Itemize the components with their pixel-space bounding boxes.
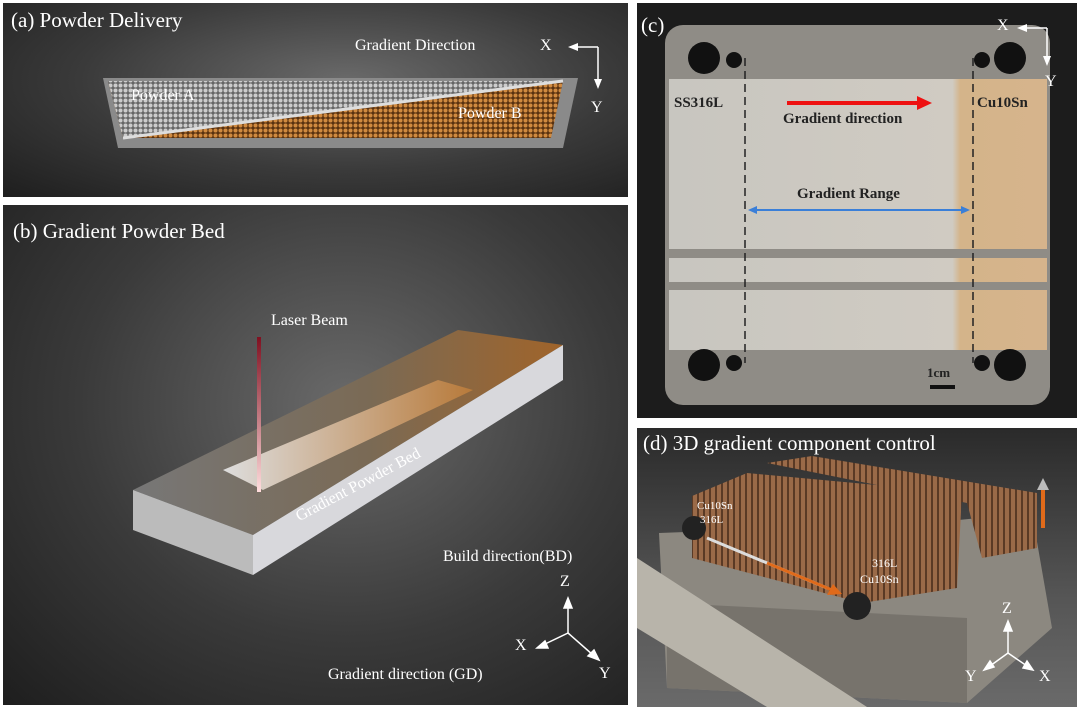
gradient-direction-label: Gradient direction (GD) (328, 666, 483, 683)
powder-a-label: Powder A (131, 87, 195, 104)
panel-d-title: (d) 3D gradient component control (643, 431, 936, 455)
axis-x-label: X (1039, 668, 1051, 685)
powder-bed-drawing (133, 330, 601, 662)
axis-y-label: Y (1045, 73, 1057, 90)
gradient-range-label: Gradient Range (797, 186, 900, 202)
panel-c-photo: (c) X Y SS316L Cu10Sn Gradient direction… (637, 3, 1077, 418)
top-label-cu10sn: Cu10Sn (697, 500, 733, 512)
panel-a-powder-delivery: (a) Powder Delivery Gradient Direction X… (3, 3, 628, 197)
laser-beam-label: Laser Beam (271, 312, 348, 329)
gradient-direction-label: Gradient Direction (355, 37, 476, 54)
axis-y-label: Y (591, 99, 603, 116)
panel-c-title: (c) (641, 13, 665, 37)
axis-y-label: Y (599, 665, 611, 682)
ss316l-label: SS316L (674, 95, 724, 111)
side-label-316l: 316L (872, 556, 898, 570)
panel-b-gradient-powder-bed: (b) Gradient Powder Bed Laser Beam Gradi… (3, 205, 628, 705)
powder-hopper-drawing (103, 43, 602, 148)
gradient-direction-label: Gradient direction (783, 111, 903, 127)
axis-z-label: Z (560, 573, 570, 590)
top-label-316l: 316L (700, 514, 724, 526)
axis-x-label: X (540, 37, 552, 54)
build-direction-label: Build direction(BD) (443, 548, 573, 565)
panel-d-photo: (d) 3D gradient component control Cu10Sn… (637, 428, 1077, 707)
side-label-cu10sn: Cu10Sn (860, 572, 899, 586)
axis-x-label: X (515, 637, 527, 654)
cu10sn-label: Cu10Sn (977, 95, 1028, 111)
powder-b-label: Powder B (458, 105, 522, 122)
panel-b-title: (b) Gradient Powder Bed (13, 219, 225, 243)
panel-a-title: (a) Powder Delivery (11, 8, 183, 32)
scale-bar-label: 1cm (927, 365, 951, 380)
axis-y-label: Y (965, 668, 977, 685)
axis-z-label: Z (1002, 600, 1012, 617)
axis-x-label: X (997, 17, 1009, 34)
gradient-plate-photo (665, 24, 1051, 405)
3d-component-photo (637, 456, 1052, 707)
